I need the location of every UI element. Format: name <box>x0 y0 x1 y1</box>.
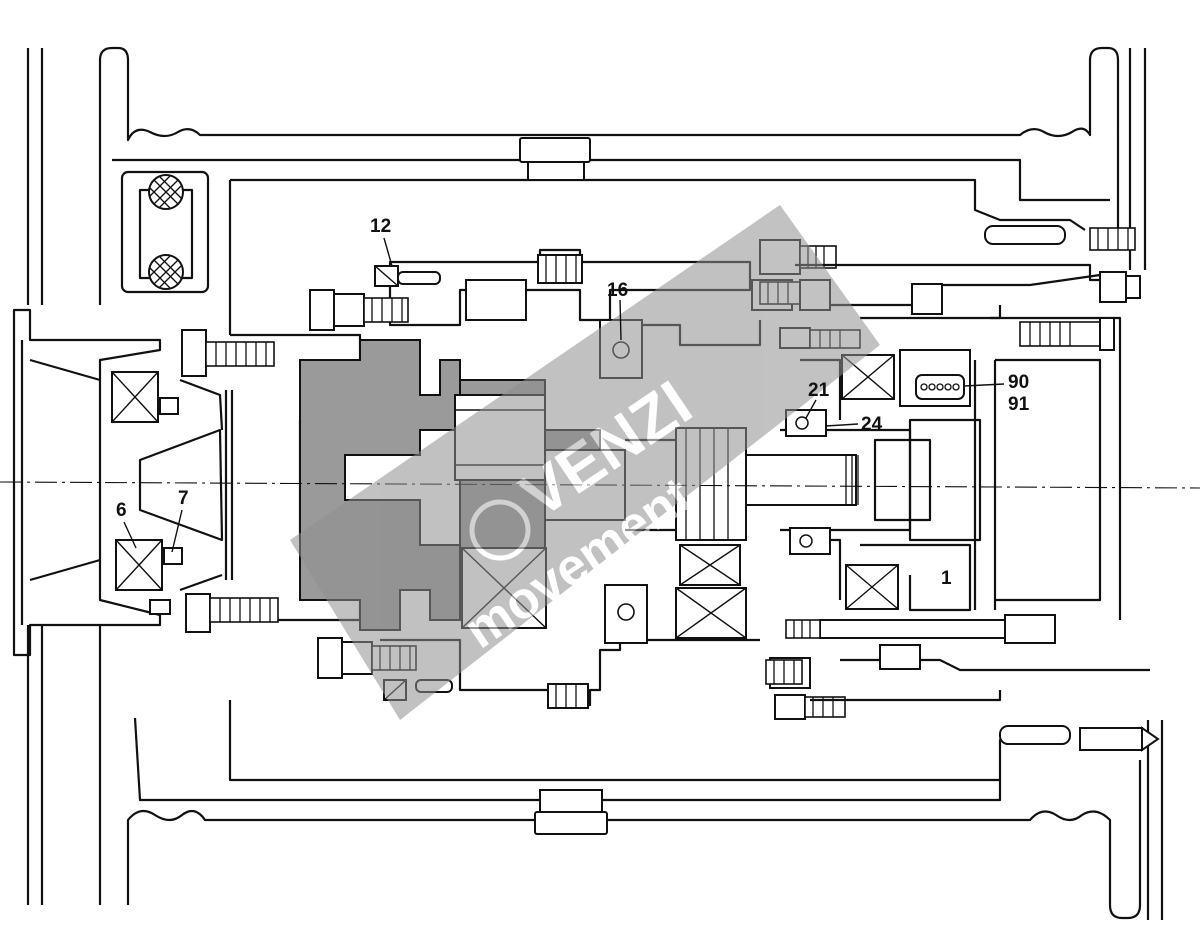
callout-6: 6 <box>116 500 127 521</box>
right-bottom-dowel <box>879 644 1160 752</box>
left-bolt-lower <box>149 593 279 633</box>
long-through-bolt-lower <box>785 614 1056 644</box>
callout-12: 12 <box>370 216 391 237</box>
callout-7: 7 <box>178 488 189 509</box>
small-ball-bearings-21-24 <box>785 409 831 555</box>
right-bearing-lower <box>845 564 899 610</box>
outer-frame <box>26 48 1164 920</box>
callout-91: 91 <box>1008 394 1030 415</box>
callout-90: 90 <box>1008 372 1029 393</box>
right-lower-bolts <box>765 657 1150 720</box>
watermark-globe-icon <box>469 499 531 561</box>
left-bearing-upper <box>111 371 179 423</box>
callout-21: 21 <box>808 380 830 401</box>
second-stage-bearing-lower <box>675 544 747 639</box>
upper-ring-gear <box>388 248 752 327</box>
left-bolt-upper <box>181 329 275 377</box>
left-upper-seal-block <box>120 170 210 294</box>
watermark-band <box>290 205 880 720</box>
housing-top <box>98 46 1120 335</box>
callouts: 12 16 21 24 90 91 6 7 1 <box>116 216 1030 589</box>
left-bearing-lower <box>115 539 183 591</box>
long-through-bolt-upper <box>1019 317 1115 351</box>
callout-1: 1 <box>941 568 952 589</box>
callout-16: 16 <box>607 280 628 301</box>
upper-carrier-bolt <box>309 265 409 331</box>
brake-spring-90-91 <box>915 374 965 400</box>
right-top-dowel <box>911 225 1141 315</box>
small-bearing-lower <box>604 584 648 644</box>
callout-24: 24 <box>861 414 883 435</box>
